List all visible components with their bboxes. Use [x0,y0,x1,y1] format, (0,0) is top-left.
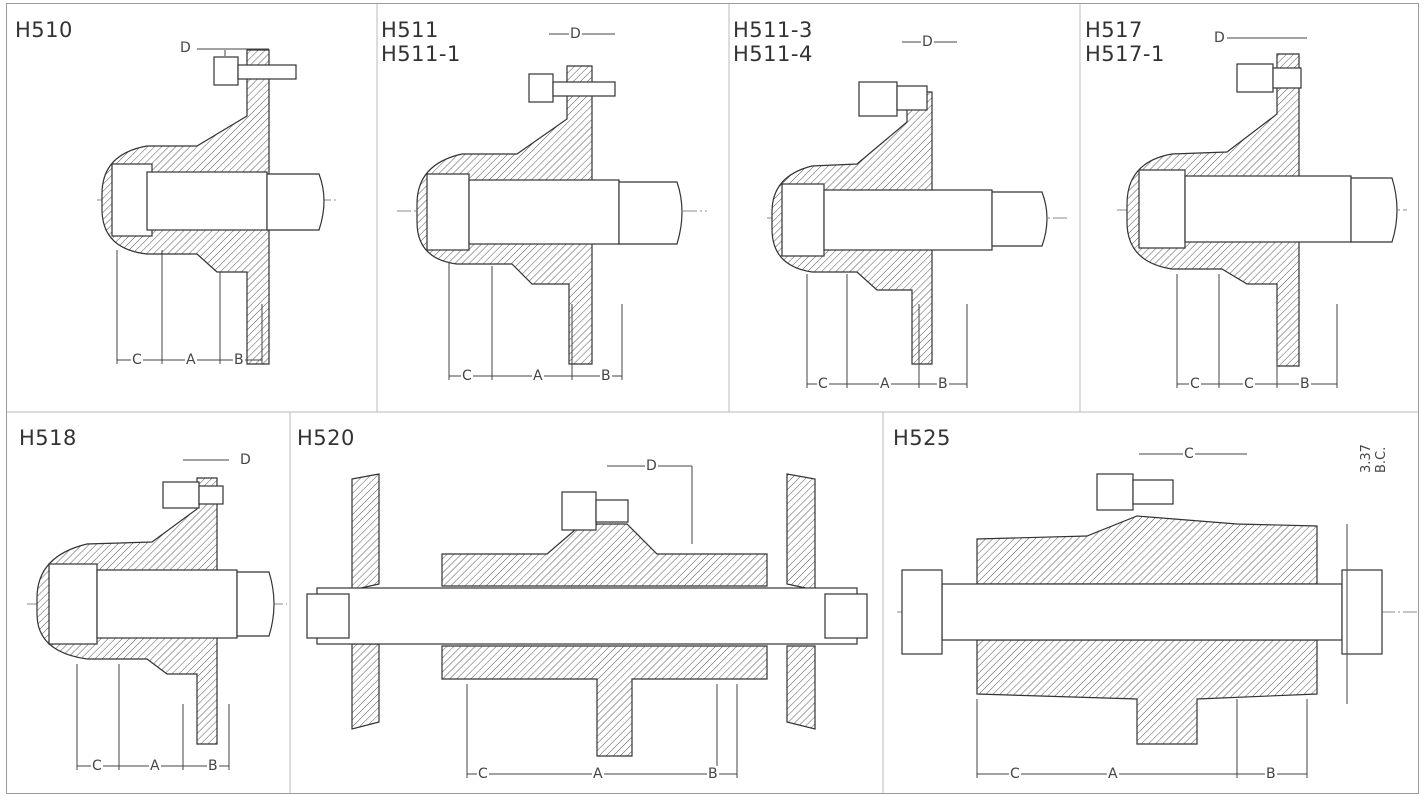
bolt-circle-label: 3.37 B.C. [1359,415,1389,474]
hub-title-line: H510 [15,18,73,42]
drawing-sheet: H510 H511 H511-1 H511-3 H511-4 H517 H517… [6,3,1419,794]
dim-label-d: D [179,40,192,56]
hub-title-h511-3: H511-3 H511-4 [733,18,813,66]
dim-label-a: A [879,376,891,392]
dim-label-b: B [707,766,719,782]
hub-title-h518: H518 [19,426,77,450]
hub-title-line: H511-1 [381,42,461,66]
dim-label-a: C [1243,376,1255,392]
dim-label-d: D [239,452,252,468]
dim-label-c: C [91,758,103,774]
hub-title-h510: H510 [15,18,73,42]
hub-title-line: H517 [1085,18,1143,42]
hub-h517 [1117,37,1407,388]
hub-title-h517: H517 H517-1 [1085,18,1165,66]
hub-h511 [397,33,707,380]
dim-label-a: A [592,766,604,782]
dim-label-c: C [817,376,829,392]
dim-label-b: B [937,376,949,392]
dim-label-d: D [569,26,582,42]
hub-title-h511: H511 H511-1 [381,18,461,66]
dim-label-a: A [1107,766,1119,782]
dim-label-b: B [233,352,245,368]
dim-label-b: B [600,368,612,384]
dim-label-b: B [1265,766,1277,782]
hub-drawings [7,4,1418,793]
hub-h511-3 [767,41,1067,388]
hub-h510 [97,48,337,365]
dim-label-d: D [1213,30,1226,46]
dim-label-d: D [921,34,934,50]
dim-label-c: C [1189,376,1201,392]
hub-title-line: H511-4 [733,42,813,66]
dim-label-d: D [645,458,658,474]
hub-title-line: H511 [381,18,439,42]
hub-title-line: H518 [19,426,77,450]
dim-label-c-top: C [1183,446,1195,462]
dim-label-a: A [185,352,197,368]
hub-title-h525: H525 [893,426,951,450]
dim-label-c: C [461,368,473,384]
dim-label-a: A [149,758,161,774]
hub-h525 [897,453,1417,778]
dim-label-a: A [532,368,544,384]
hub-h520 [306,465,868,778]
hub-title-line: H517-1 [1085,42,1165,66]
dim-label-c: C [477,766,489,782]
hub-h518 [27,459,287,770]
dim-label-b: B [1299,376,1311,392]
hub-title-line: H525 [893,426,951,450]
dim-label-c: C [1009,766,1021,782]
hub-title-line: H511-3 [733,18,813,42]
hub-title-line: H520 [297,426,355,450]
dim-label-b: B [207,758,219,774]
dim-label-c: C [131,352,143,368]
hub-title-h520: H520 [297,426,355,450]
